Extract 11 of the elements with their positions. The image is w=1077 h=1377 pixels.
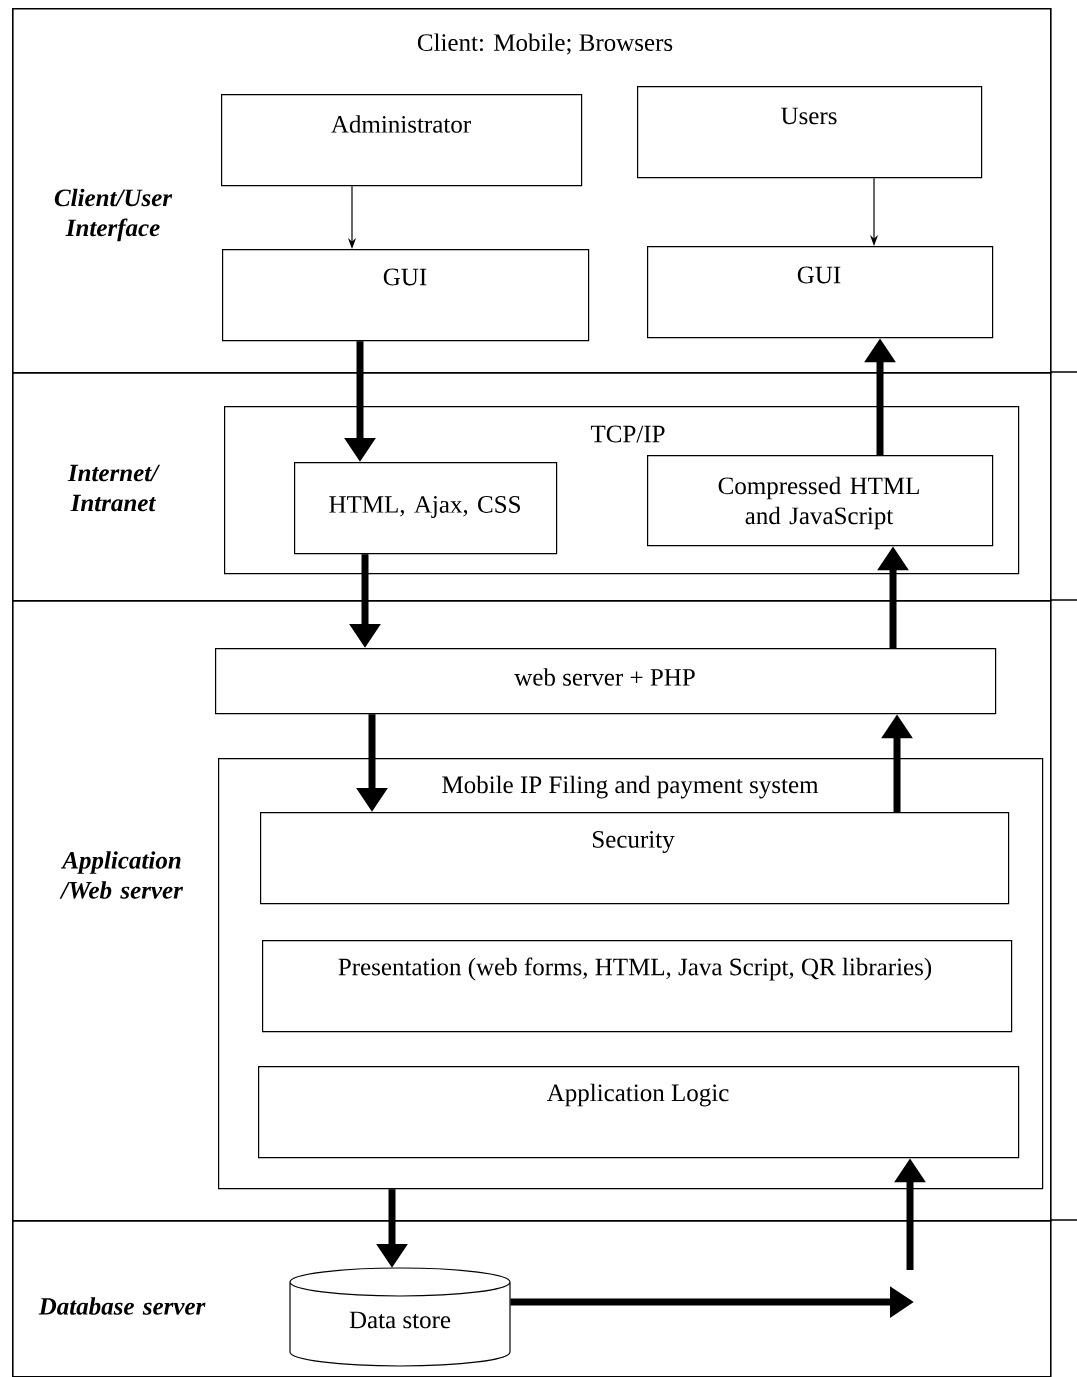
process-box: GUI <box>222 249 590 342</box>
process-box: Presentation (web forms, HTML, Java Script, QR libraries) <box>262 940 1013 1033</box>
database-cylinder: Data store <box>289 1267 511 1367</box>
process-box: web server + PHP <box>215 648 997 715</box>
process-box: HTML, Ajax, CSS <box>294 462 558 555</box>
process-box: Administrator <box>221 94 583 187</box>
process-box: Users <box>637 86 983 179</box>
process-box: Security <box>260 812 1010 905</box>
process-box: GUI <box>647 246 994 339</box>
process-box: Compressed HTML and JavaScript <box>647 455 994 547</box>
process-box: Application Logic <box>258 1066 1020 1159</box>
